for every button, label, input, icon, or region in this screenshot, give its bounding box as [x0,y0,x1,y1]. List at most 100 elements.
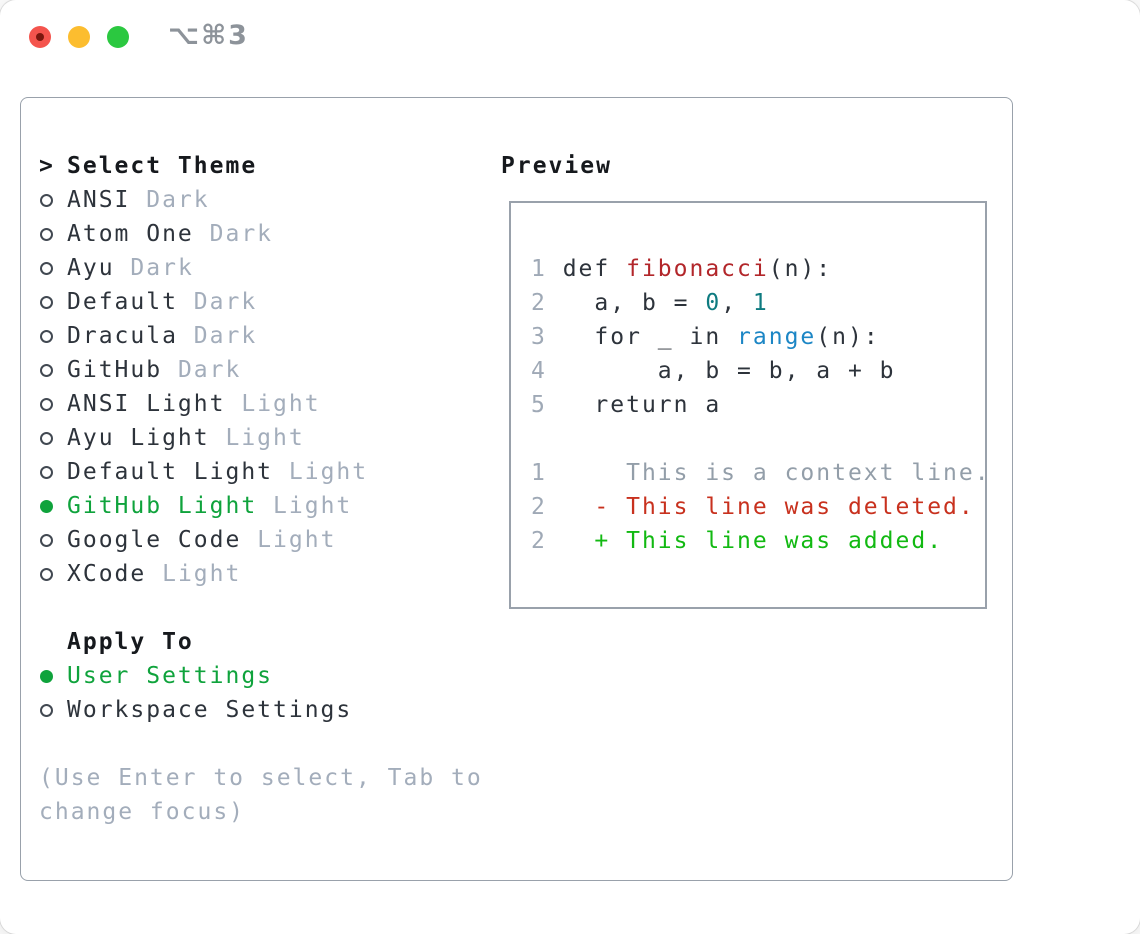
theme-variant-tag: Light [241,391,321,417]
minimize-button[interactable] [68,26,90,48]
radio-unselected-icon [39,431,67,445]
radio-dot [40,193,53,207]
theme-option-ansi-light[interactable]: ANSI Light Light [39,387,489,421]
theme-option-xcode[interactable]: XCode Light [39,557,489,591]
theme-option-ayu[interactable]: Ayu Dark [39,251,489,285]
theme-option-label: Google Code Light [67,527,337,553]
theme-option-github-light[interactable]: GitHub Light Light [39,489,489,523]
code-segment: a, b = b, a + b [562,358,896,384]
radio-dot [40,499,53,513]
radio-dot [40,533,53,547]
apply-option-label: User Settings [67,663,274,689]
spacer [39,591,489,625]
preview-line: 2 + This line was added. [531,524,985,558]
theme-option-default-light[interactable]: Default Light Light [39,455,489,489]
code-segment: fibonacci [626,256,769,282]
theme-option-label: Atom One Dark [67,221,274,247]
select-theme-header: > Select Theme [39,149,489,183]
spacer [39,727,489,761]
line-number: 1 [531,256,563,282]
preview-line: 2 a, b = 0, 1 [531,286,985,320]
theme-variant-tag: Light [273,493,353,519]
theme-option-label: Ayu Dark [67,255,194,281]
radio-dot [40,567,53,581]
code-segment: range [737,324,817,350]
theme-option-label: ANSI Dark [67,187,210,213]
radio-unselected-icon [39,465,67,479]
radio-dot [40,703,53,717]
preview-line [531,422,985,456]
apply-option-user-settings[interactable]: User Settings [39,659,489,693]
select-theme-title: Select Theme [67,153,258,179]
radio-dot [40,669,53,683]
hint-text-line: change focus) [39,799,246,825]
theme-option-label: XCode Light [67,561,242,587]
preview-line: 3 for _ in range(n): [531,320,985,354]
radio-unselected-icon [39,295,67,309]
theme-variant-tag: Light [225,425,305,451]
preview-title: Preview [501,153,612,179]
radio-dot [40,295,53,309]
theme-option-label: Ayu Light Light [67,425,305,451]
code-segment: a, b = [562,290,706,316]
code-segment: 1 [752,290,769,316]
code-segment: This is a context line. [562,460,987,486]
radio-dot [40,397,53,411]
hint-text-line: (Use Enter to select, Tab to [39,765,483,791]
theme-option-github[interactable]: GitHub Dark [39,353,489,387]
code-segment: - This line was deleted. [562,494,975,520]
preview-line: 4 a, b = b, a + b [531,354,985,388]
radio-dot [40,227,53,241]
theme-variant-tag: Dark [193,289,258,315]
zoom-button[interactable] [107,26,129,48]
radio-dot [40,465,53,479]
radio-dot [40,431,53,445]
theme-option-label: Default Light Light [67,459,369,485]
theme-option-label: Dracula Dark [67,323,258,349]
radio-unselected-icon [39,329,67,343]
line-number: 2 [531,290,563,316]
radio-dot [40,261,53,275]
theme-option-default[interactable]: Default Dark [39,285,489,319]
preview-line: 1 This is a context line. [531,456,985,490]
keyboard-hint: (Use Enter to select, Tab to change focus… [39,761,489,829]
theme-variant-tag: Light [162,561,242,587]
apply-to-header: Apply To [39,625,489,659]
radio-unselected-icon [39,533,67,547]
theme-option-label: Default Dark [67,289,258,315]
code-segment: for _ in [562,324,738,350]
theme-variant-tag: Light [288,459,369,485]
theme-variant-tag: Dark [130,255,194,281]
radio-unselected-icon [39,567,67,581]
prompt-icon: > [39,153,55,179]
theme-option-label: GitHub Light Light [67,493,353,519]
theme-variant-tag: Dark [209,221,274,247]
radio-dot [40,363,53,377]
theme-option-ansi[interactable]: ANSI Dark [39,183,489,217]
apply-option-workspace-settings[interactable]: Workspace Settings [39,693,489,727]
preview-line: 2 - This line was deleted. [531,490,985,524]
code-segment: (n): [768,256,833,282]
code-segment: (n): [816,324,880,350]
radio-unselected-icon [39,703,67,717]
code-segment: 0 [705,290,722,316]
preview-line: 5 return a [531,388,985,422]
line-number: 3 [531,324,563,350]
radio-dot [40,329,53,343]
theme-option-atom-one[interactable]: Atom One Dark [39,217,489,251]
radio-selected-icon [39,669,67,683]
titlebar: ⌥⌘3 [0,0,1140,97]
line-number: 1 [531,460,563,486]
close-button[interactable] [29,26,51,48]
code-segment: def [562,256,627,282]
theme-option-google-code[interactable]: Google Code Light [39,523,489,557]
code-segment: return a [562,392,722,418]
theme-option-ayu-light[interactable]: Ayu Light Light [39,421,489,455]
radio-selected-icon [39,499,67,513]
theme-option-dracula[interactable]: Dracula Dark [39,319,489,353]
